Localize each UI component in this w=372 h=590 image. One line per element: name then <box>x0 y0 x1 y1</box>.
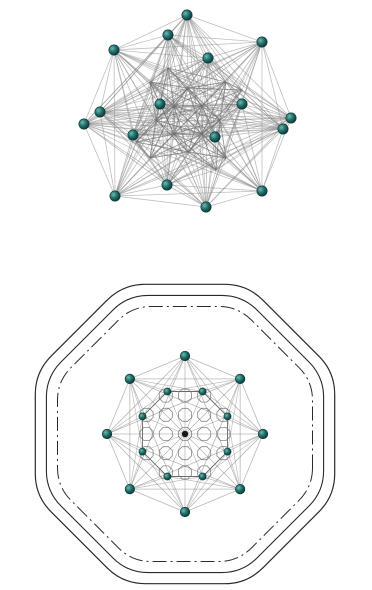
vertex <box>164 388 171 395</box>
vertex <box>95 107 105 117</box>
vertex <box>79 119 89 129</box>
vertex <box>235 374 245 384</box>
vertex <box>163 30 173 40</box>
edge <box>130 379 168 392</box>
vertex <box>286 113 296 123</box>
edge <box>227 452 240 490</box>
vertex <box>180 507 190 517</box>
edge <box>215 137 262 191</box>
vertex <box>257 186 267 196</box>
vertex <box>203 53 213 63</box>
edge <box>262 42 291 118</box>
edge <box>150 158 206 207</box>
vertex <box>139 448 146 455</box>
vertex <box>224 413 231 420</box>
bottom-polytope-projection <box>35 284 334 583</box>
edge <box>100 50 114 112</box>
vertex <box>110 191 120 201</box>
vertex <box>199 473 206 480</box>
edge <box>130 379 143 417</box>
vertex <box>210 132 220 142</box>
vertex <box>164 473 171 480</box>
vertex <box>278 124 288 134</box>
vertex <box>180 351 190 361</box>
vertex <box>109 45 119 55</box>
vertex <box>258 429 268 439</box>
edge <box>168 35 262 42</box>
edge <box>185 476 203 512</box>
edge <box>227 416 263 434</box>
vertex <box>139 413 146 420</box>
vertex <box>182 10 192 20</box>
vertex <box>257 37 267 47</box>
vertex <box>237 99 247 109</box>
vertex <box>125 374 135 384</box>
vertex <box>201 202 211 212</box>
vertex <box>128 130 138 140</box>
vertex <box>125 484 135 494</box>
top-polytope-projection <box>79 10 296 212</box>
edge <box>130 476 168 489</box>
vertex <box>235 484 245 494</box>
vertex <box>224 448 231 455</box>
vertex <box>102 429 112 439</box>
vertex <box>162 180 172 190</box>
vertex <box>199 388 206 395</box>
edge <box>203 379 241 392</box>
vertex <box>155 99 165 109</box>
edge <box>107 434 143 452</box>
center-vertex <box>182 431 188 437</box>
